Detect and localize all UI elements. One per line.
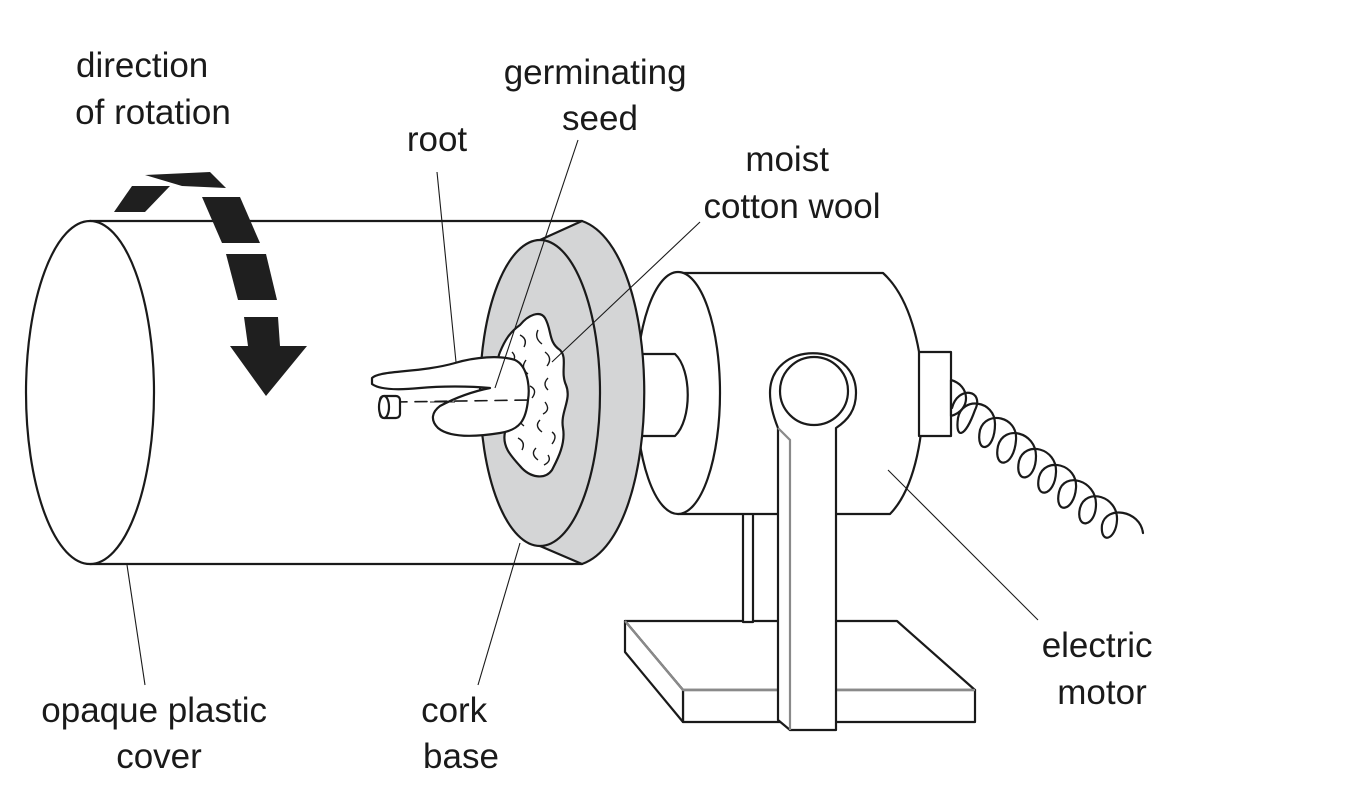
leader-lines: [126, 139, 1039, 686]
label-opaque-plastic-cover: opaque plastic cover: [41, 691, 276, 776]
motor-clamp-arm: [768, 352, 858, 732]
motor-support-post: [741, 508, 755, 624]
seed-pin: [394, 399, 529, 403]
leader-cotton-wool: [551, 221, 701, 363]
motor-axle: [636, 352, 689, 438]
cork-base: [478, 219, 646, 566]
leader-plastic-cover: [126, 564, 146, 686]
leader-root: [436, 171, 457, 363]
electric-motor: [623, 270, 1145, 732]
motor-rear-shaft: [917, 350, 953, 438]
label-germinating-seed: germinating seed: [504, 53, 697, 138]
label-moist-cotton-wool: moist cotton wool: [703, 140, 880, 226]
leader-germinating-seed: [494, 139, 579, 389]
label-root: root: [407, 120, 468, 159]
power-cable: [950, 391, 1145, 539]
germinating-seed: [370, 356, 530, 437]
label-electric-motor: electric motor: [1042, 626, 1163, 712]
opaque-plastic-cover: [24, 219, 584, 566]
leader-electric-motor: [887, 469, 1039, 621]
label-direction-of-rotation: direction of rotation: [75, 46, 231, 132]
rotation-arrow: [114, 172, 307, 396]
label-cork-base: cork base: [421, 691, 499, 776]
leader-cork-base: [477, 542, 521, 686]
